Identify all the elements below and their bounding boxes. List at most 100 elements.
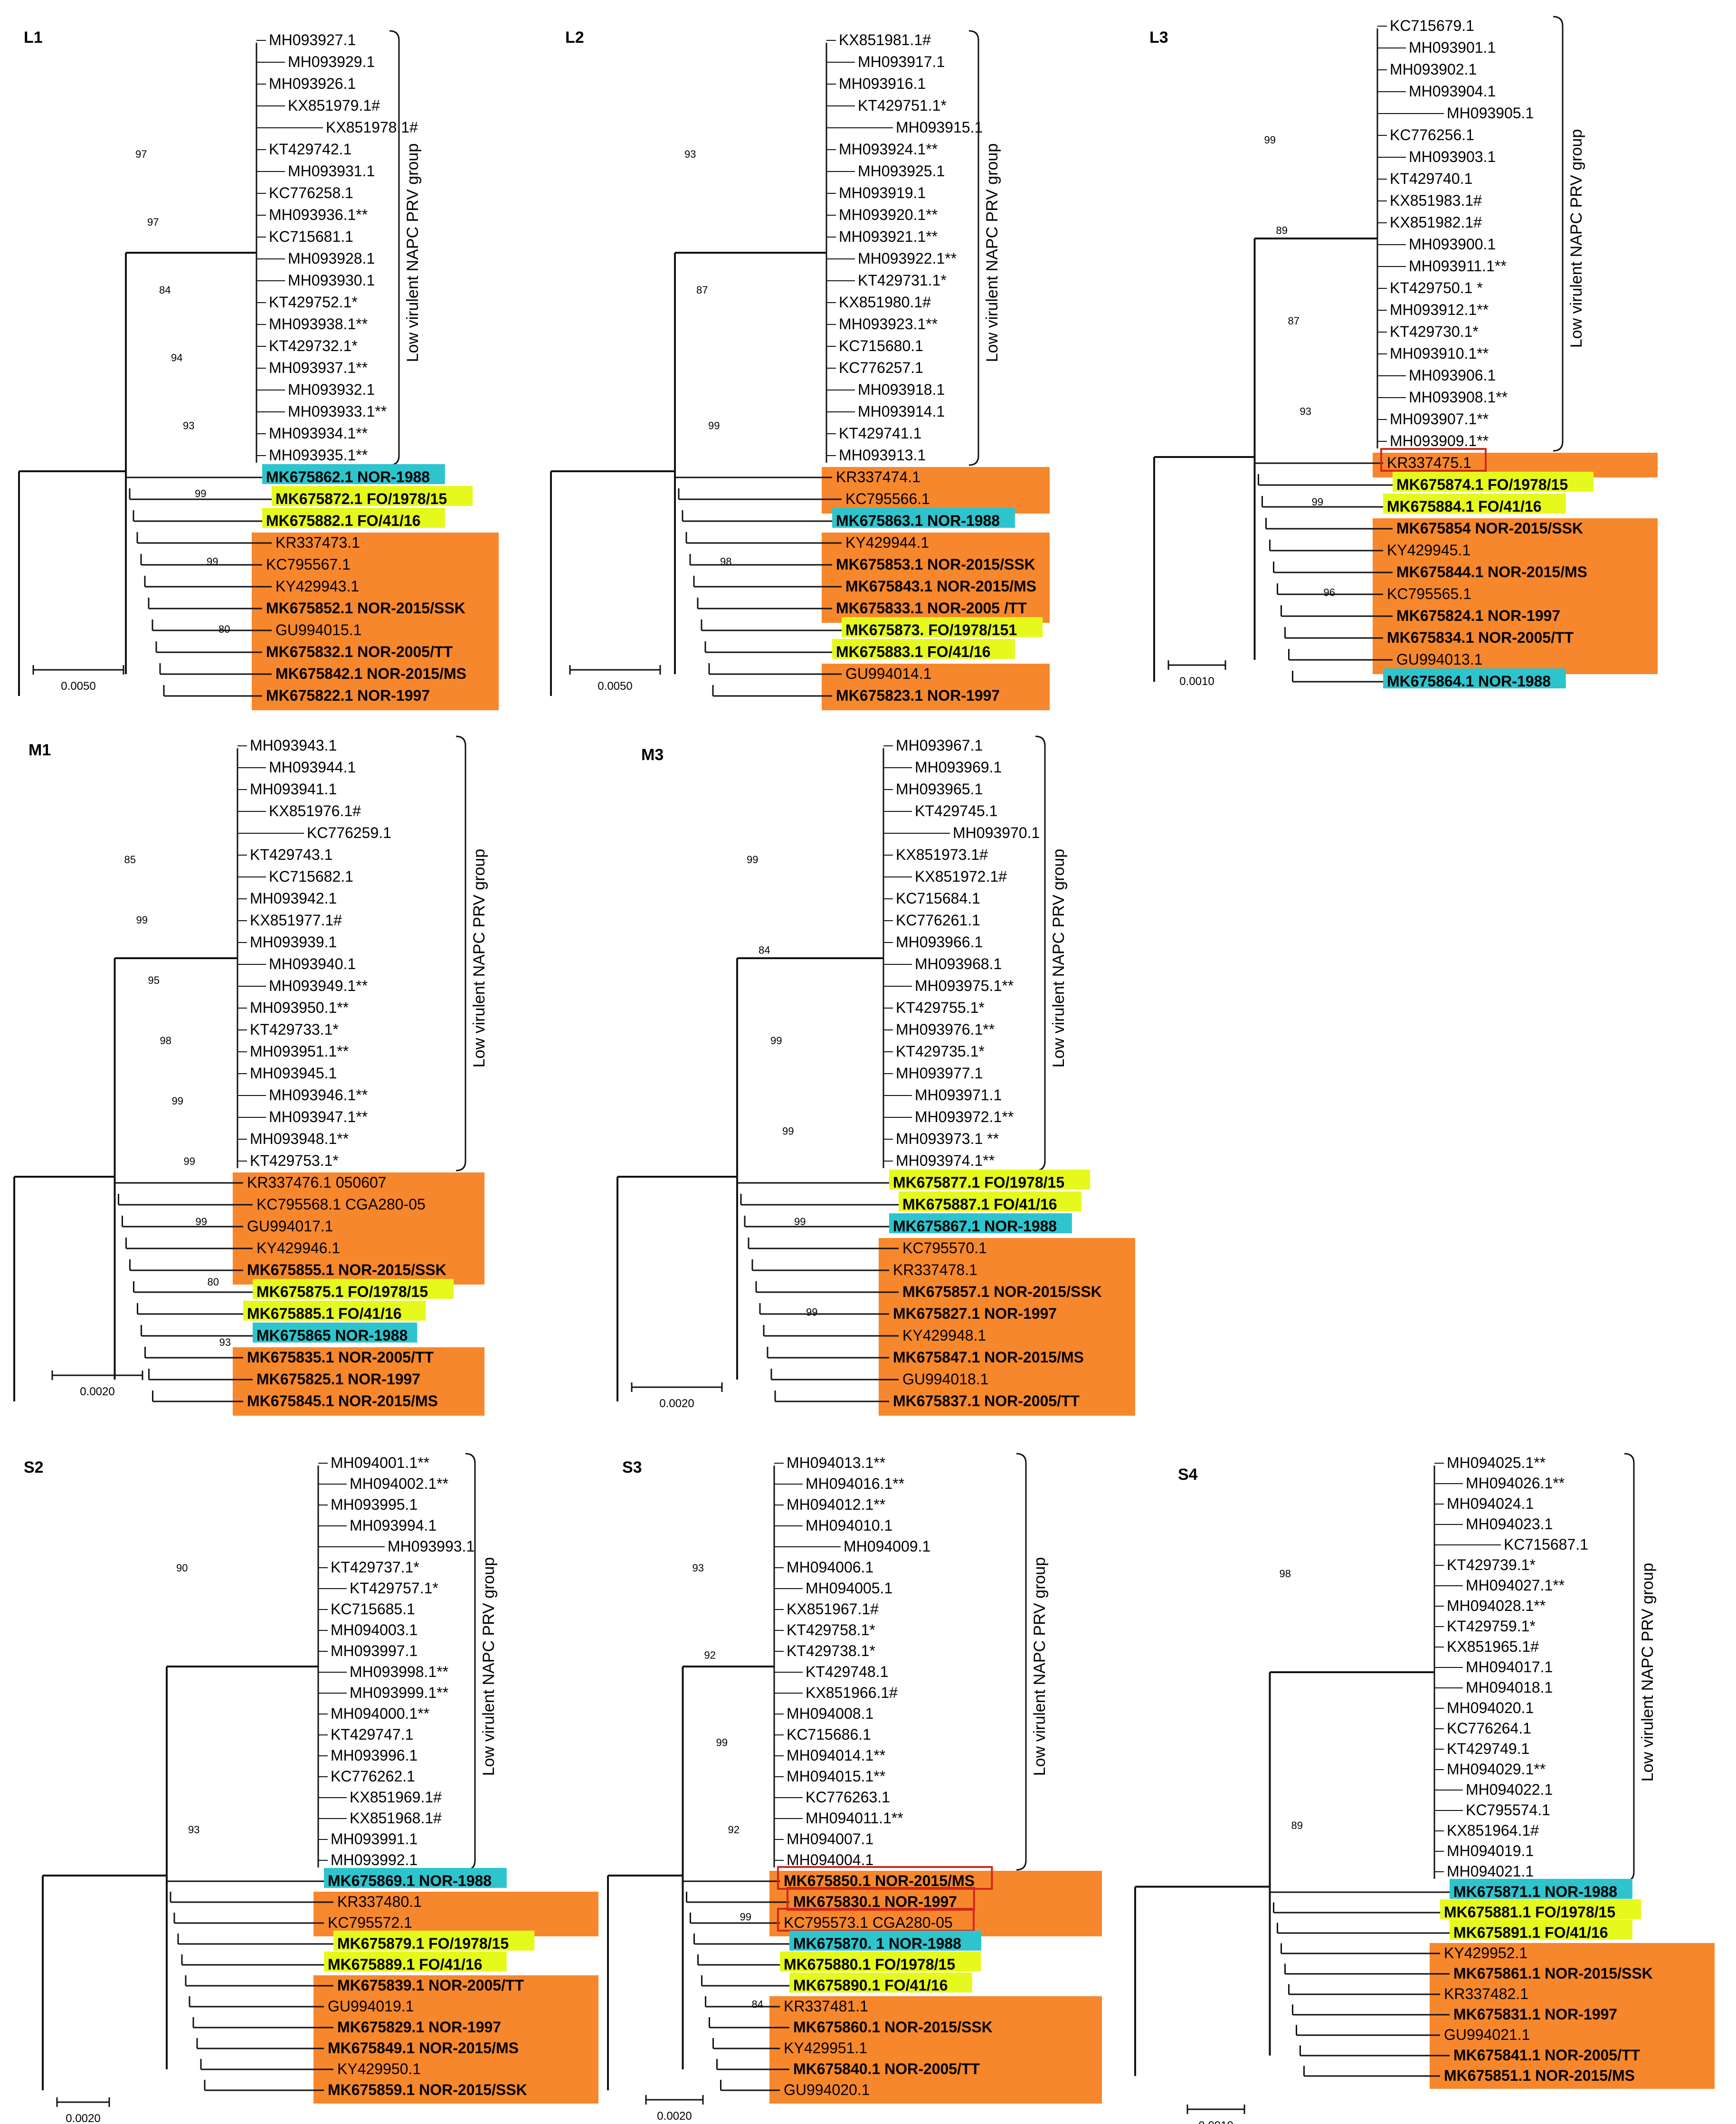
- tip-label: MH093998.1**: [350, 1663, 448, 1680]
- tip-label: KX851965.1#: [1447, 1638, 1539, 1655]
- highlight-yellow: [1393, 472, 1594, 492]
- tip-label: KT429738.1*: [787, 1642, 875, 1659]
- tip-label: MH093977.1: [896, 1065, 983, 1082]
- tip-label: MK675869.1 NOR-1988: [328, 1872, 492, 1889]
- bootstrap-value: 87: [696, 284, 708, 296]
- bootstrap-value: 99: [184, 1155, 195, 1167]
- bootstrap-value: 89: [1276, 225, 1288, 237]
- tip-label: MK675851.1 NOR-2015/MS: [1444, 2067, 1635, 2084]
- panel-title: S4: [1178, 1466, 1198, 1484]
- tip-label: MH093930.1: [288, 272, 375, 289]
- highlight-yellow: [899, 1191, 1081, 1211]
- highlight-yellow: [832, 639, 1015, 659]
- bootstrap-value: 98: [1280, 1568, 1291, 1580]
- tip-label: MK675857.1 NOR-2015/SSK: [902, 1283, 1102, 1300]
- highlight-cyan: [789, 1931, 981, 1951]
- tip-label: MK675862.1 NOR-1988: [266, 468, 430, 486]
- tip-label: MH094011.1**: [806, 1810, 903, 1827]
- tip-label: MH093901.1: [1409, 39, 1496, 56]
- tip-label: MH094017.1: [1466, 1658, 1553, 1676]
- tip-label: MK675852.1 NOR-2015/SSK: [266, 600, 465, 617]
- tip-label: MH094020.1: [1447, 1699, 1534, 1716]
- tip-label: MH093911.1**: [1409, 257, 1507, 275]
- tip-label: MK675861.1 NOR-2015/SSK: [1453, 1965, 1653, 1982]
- tip-label: MH093993.1: [388, 1538, 474, 1555]
- tip-label: MK675822.1 NOR-1997: [266, 687, 430, 704]
- tip-label: MK675837.1 NOR-2005/TT: [893, 1392, 1080, 1410]
- tip-label: GU994013.1: [1396, 651, 1482, 668]
- tip-label: MH093907.1**: [1390, 410, 1489, 428]
- tip-label: MK675833.1 NOR-2005 /TT: [836, 600, 1027, 617]
- bootstrap-value: 99: [708, 420, 720, 432]
- tip-label: KC776257.1: [839, 359, 923, 376]
- bootstrap-value: 94: [171, 352, 182, 364]
- scale-bar-label: 0.0020: [80, 1385, 114, 1398]
- bootstrap-value: 80: [218, 623, 230, 635]
- bootstrap-value: 87: [1288, 315, 1300, 327]
- highlight-orange-block: [233, 1347, 484, 1416]
- tip-label: MH093976.1**: [896, 1021, 995, 1038]
- tip-label: MK675830.1 NOR-1997: [793, 1893, 957, 1910]
- tip-label: KT429737.1*: [331, 1559, 419, 1576]
- tip-label: MH093944.1: [269, 759, 356, 776]
- tip-label: MK675849.1 NOR-2015/MS: [328, 2039, 519, 2057]
- tip-label: MH093992.1: [331, 1851, 417, 1868]
- tip-label: MK675853.1 NOR-2015/SSK: [836, 556, 1035, 573]
- tip-label: KT429739.1*: [1447, 1556, 1536, 1573]
- tip-label: MH093942.1: [250, 890, 337, 907]
- highlight-orange-block: [822, 533, 1050, 623]
- group-bracket: [465, 1453, 476, 1871]
- tip-label: MH093996.1: [331, 1747, 417, 1764]
- highlight-yellow: [324, 1952, 507, 1972]
- tip-label: KT429735.1*: [896, 1043, 985, 1060]
- scale-bar-label: 0.0050: [598, 680, 632, 693]
- tip-label: MH094025.1**: [1447, 1454, 1546, 1471]
- tip-label: KC715682.1: [269, 868, 353, 885]
- tip-label: KC795568.1 CGA280-05: [256, 1196, 426, 1213]
- tip-label: MK675834.1 NOR-2005/TT: [1387, 629, 1574, 646]
- tip-label: MK675824.1 NOR-1997: [1396, 607, 1560, 624]
- tip-label: MH093927.1: [269, 31, 356, 48]
- tip-label: MK675891.1 FO/41/16: [1453, 1924, 1608, 1941]
- tip-label: MK675839.1 NOR-2005/TT: [337, 1977, 524, 1994]
- tip-label: MH094021.1: [1447, 1863, 1534, 1880]
- tip-label: MH093919.1: [839, 184, 926, 201]
- tip-label: KR337478.1: [893, 1261, 977, 1278]
- tip-label: MK675825.1 NOR-1997: [256, 1371, 420, 1388]
- tip-label: GU994017.1: [247, 1218, 333, 1235]
- group-label: Low virulent NAPC PRV group: [480, 1557, 498, 1776]
- tip-label: MH093935.1**: [269, 447, 368, 464]
- tip-label: MH093947.1**: [269, 1108, 368, 1125]
- tip-label: MH093923.1**: [839, 315, 938, 333]
- tip-label: KY429945.1: [1387, 542, 1470, 559]
- group-label: Low virulent NAPC PRV group: [1567, 129, 1585, 348]
- bootstrap-value: 80: [208, 1276, 219, 1288]
- tip-label: KY429952.1: [1444, 1944, 1527, 1962]
- tip-label: MH093965.1: [896, 781, 983, 798]
- tip-label: MH093931.1: [288, 162, 375, 180]
- tip-label: MK675844.1 NOR-2015/MS: [1396, 563, 1587, 581]
- tip-label: MH093995.1: [331, 1496, 417, 1513]
- group-bracket: [1624, 1453, 1635, 1882]
- tip-label: MK675873. FO/1978/151: [845, 621, 1017, 638]
- bootstrap-value: 84: [752, 1998, 763, 2010]
- highlight-yellow: [1383, 494, 1566, 514]
- tip-label: KX851967.1#: [787, 1600, 879, 1618]
- tip-label: MK675864.1 NOR-1988: [1387, 673, 1551, 690]
- bootstrap-value: 99: [136, 914, 148, 926]
- tip-label: KY429948.1: [902, 1327, 986, 1344]
- bootstrap-value: 99: [196, 1216, 207, 1228]
- highlight-orange-block: [769, 1871, 1102, 1936]
- tip-label: MH093924.1**: [839, 141, 938, 158]
- tip-label: MH093949.1**: [269, 977, 368, 994]
- highlight-cyan: [253, 1323, 417, 1343]
- bootstrap-value: 92: [704, 1649, 716, 1661]
- bootstrap-value: 92: [728, 1824, 740, 1836]
- tip-label: GU994019.1: [328, 1998, 414, 2015]
- highlight-yellow: [1440, 1899, 1641, 1919]
- tip-label: KX851979.1#: [288, 97, 380, 114]
- bootstrap-value: 99: [806, 1306, 817, 1318]
- tip-label: KX851983.1#: [1390, 192, 1482, 209]
